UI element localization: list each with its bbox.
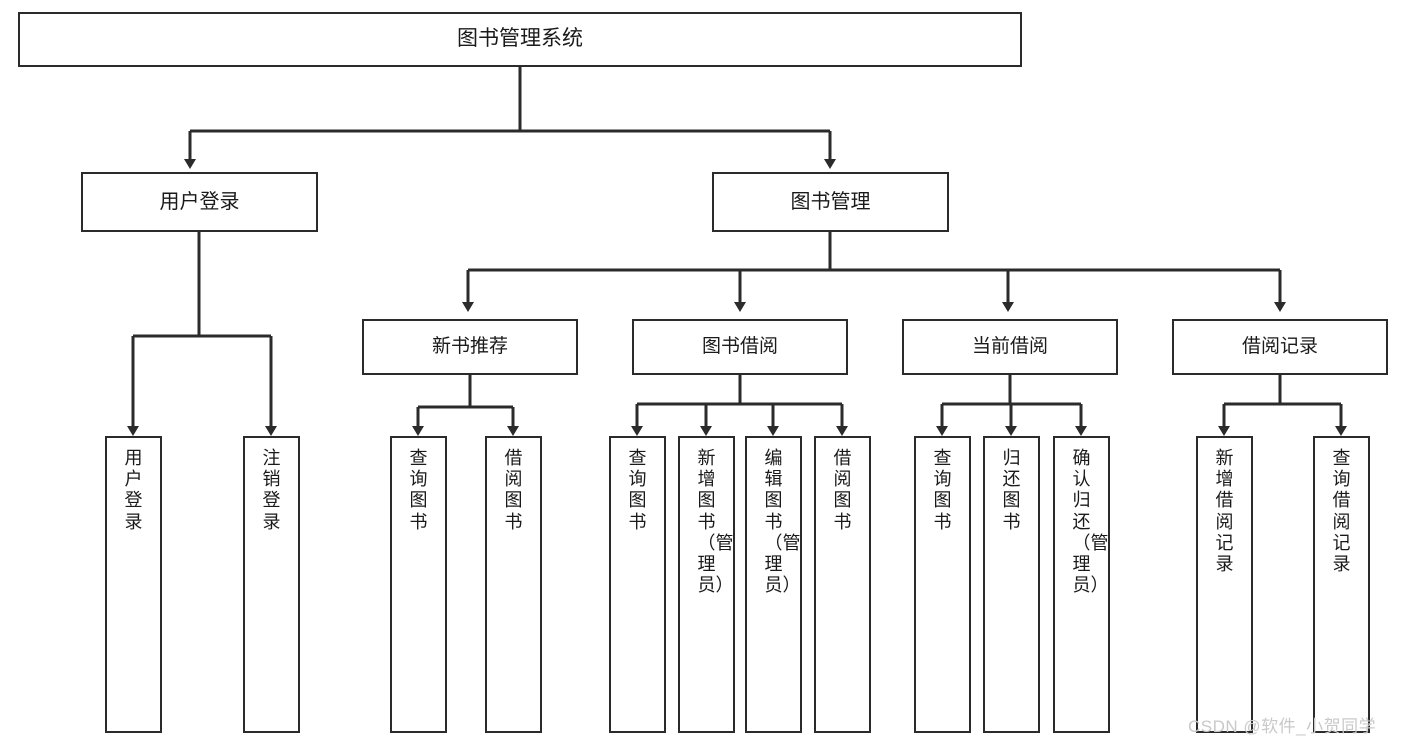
leaf-book-borrow-edit-label: 编辑图书（管理员） bbox=[764, 448, 801, 596]
node-borrow-record-label: 借阅记录 bbox=[1241, 336, 1318, 358]
node-book-borrow-label: 图书借阅 bbox=[701, 336, 778, 358]
leaf-book-borrow-add-label: 新增图书（管理员） bbox=[697, 448, 734, 596]
leaf-user-login-logout[interactable]: 注销登录 bbox=[243, 436, 300, 733]
leaf-current-borrow-confirm-return[interactable]: 确认归还（管理员） bbox=[1053, 436, 1110, 733]
leaf-borrow-record-add-label: 新增借阅记录 bbox=[1215, 448, 1234, 575]
node-current-borrow[interactable]: 当前借阅 bbox=[902, 319, 1118, 375]
leaf-new-book-query[interactable]: 查询图书 bbox=[390, 436, 447, 733]
leaf-borrow-record-query[interactable]: 查询借阅记录 bbox=[1313, 436, 1370, 733]
node-book-management[interactable]: 图书管理 bbox=[712, 172, 949, 232]
leaf-current-borrow-return[interactable]: 归还图书 bbox=[983, 436, 1040, 733]
leaf-borrow-record-add[interactable]: 新增借阅记录 bbox=[1196, 436, 1253, 733]
leaf-current-borrow-return-label: 归还图书 bbox=[1002, 448, 1021, 532]
node-current-borrow-label: 当前借阅 bbox=[971, 336, 1048, 358]
node-new-book-recommend[interactable]: 新书推荐 bbox=[362, 319, 578, 375]
node-book-management-label: 图书管理 bbox=[790, 190, 871, 213]
node-root[interactable]: 图书管理系统 bbox=[18, 12, 1022, 67]
leaf-borrow-record-query-label: 查询借阅记录 bbox=[1332, 448, 1351, 575]
leaf-book-borrow-edit[interactable]: 编辑图书（管理员） bbox=[745, 436, 802, 733]
node-user-login[interactable]: 用户登录 bbox=[81, 172, 318, 232]
leaf-new-book-query-label: 查询图书 bbox=[409, 448, 428, 532]
leaf-new-book-borrow-label: 借阅图书 bbox=[504, 448, 523, 532]
leaf-current-borrow-query-label: 查询图书 bbox=[933, 448, 952, 532]
leaf-book-borrow-borrow[interactable]: 借阅图书 bbox=[814, 436, 871, 733]
node-new-book-recommend-label: 新书推荐 bbox=[431, 336, 508, 358]
leaf-user-login-login-label: 用户登录 bbox=[124, 448, 143, 532]
leaf-book-borrow-borrow-label: 借阅图书 bbox=[833, 448, 852, 532]
node-borrow-record[interactable]: 借阅记录 bbox=[1172, 319, 1388, 375]
leaf-new-book-borrow[interactable]: 借阅图书 bbox=[485, 436, 542, 733]
leaf-book-borrow-query-label: 查询图书 bbox=[628, 448, 647, 532]
node-root-label: 图书管理系统 bbox=[457, 27, 583, 51]
leaf-book-borrow-add[interactable]: 新增图书（管理员） bbox=[678, 436, 735, 733]
node-book-borrow[interactable]: 图书借阅 bbox=[632, 319, 848, 375]
leaf-user-login-logout-label: 注销登录 bbox=[262, 448, 281, 532]
csdn-watermark: CSDN @软件_小贺同学 bbox=[1188, 717, 1377, 736]
node-user-login-label: 用户登录 bbox=[159, 190, 240, 213]
leaf-book-borrow-query[interactable]: 查询图书 bbox=[609, 436, 666, 733]
leaf-current-borrow-query[interactable]: 查询图书 bbox=[914, 436, 971, 733]
leaf-current-borrow-confirm-return-label: 确认归还（管理员） bbox=[1072, 448, 1109, 596]
leaf-user-login-login[interactable]: 用户登录 bbox=[105, 436, 162, 733]
